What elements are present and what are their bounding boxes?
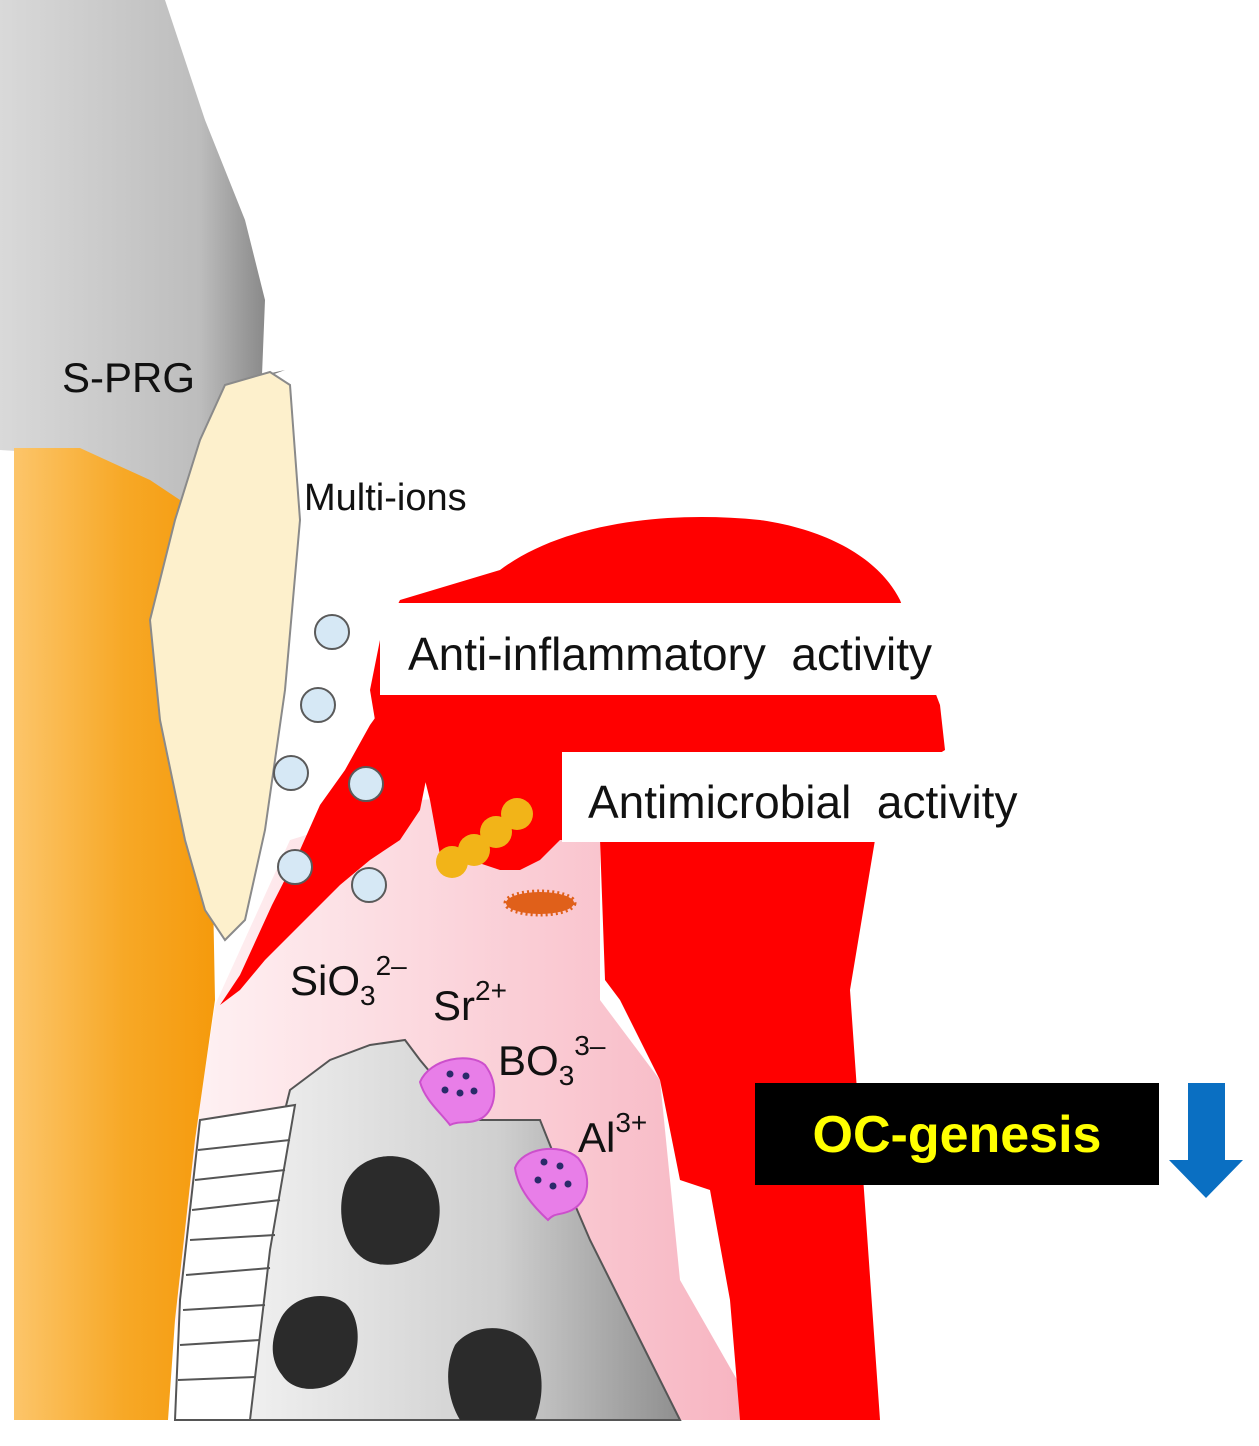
ion-label-borate: BO33– [498,1030,606,1091]
ion-particle-icon [314,614,350,650]
oc-genesis-box [755,1083,1159,1185]
bacteria-icon [436,798,533,878]
gingiva-notch [650,990,740,1050]
osteoclast-icon [513,1147,589,1222]
anti-inflammatory-band [380,603,1040,695]
bacteria-icon [503,889,577,917]
ion-particle-icon [277,849,313,885]
cream-deposit [148,370,302,942]
ion-particle-icon [348,766,384,802]
antimicrobial-band [562,752,1107,842]
marrow-space [272,1296,358,1389]
gingiva-strip [220,690,430,1005]
ion-particle-icon [273,755,309,791]
ion-particles [273,614,387,903]
marrow-space [448,1328,542,1420]
gingiva [370,517,945,1420]
ion-label-silicate: SiO32– [290,950,407,1011]
s-prg-label: S-PRG [62,354,195,401]
ion-particle-icon [351,867,387,903]
ion-particle-icon [300,687,336,723]
ligament-fibers [173,1103,297,1421]
ion-label-strontium: Sr2+ [433,975,507,1029]
osteoclast-icon [418,1057,496,1127]
down-arrow-icon [1169,1083,1243,1198]
multi-ions-label: Multi-ions [304,477,467,519]
marrow-space [341,1156,440,1265]
ion-label-aluminum: Al3+ [578,1107,647,1161]
ligament-lines [177,1139,291,1381]
antimicrobial-label: Antimicrobial activity [588,776,1017,828]
anti-inflammatory-label: Anti-inflammatory activity [408,628,932,680]
oc-genesis-label: OC-genesis [813,1106,1102,1164]
s-prg-material [0,0,285,520]
